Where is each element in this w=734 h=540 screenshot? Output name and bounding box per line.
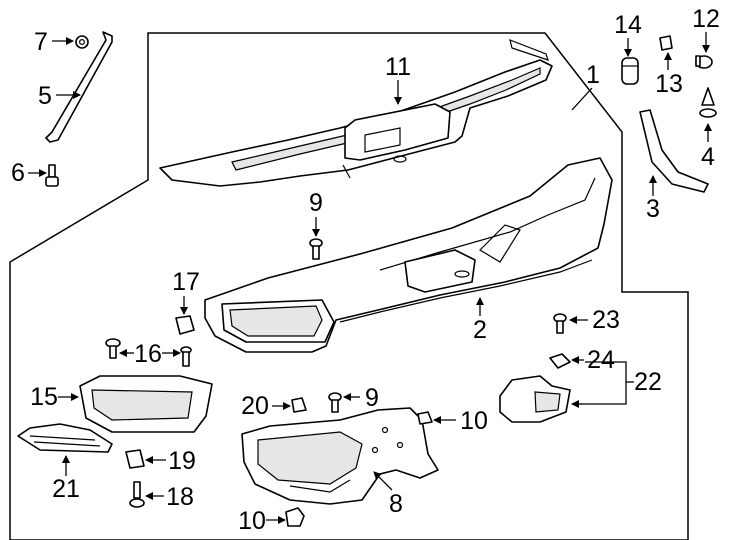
callout-12: 12 [692,5,720,33]
callout-labels: 1 2 3 4 5 6 7 8 9 9 10 10 11 12 13 14 15… [11,5,720,535]
callout-23: 23 [592,306,620,334]
callout-6: 6 [11,159,25,187]
trim-strip-part [639,109,709,193]
callout-8: 8 [389,490,403,518]
callout-22: 22 [634,368,662,396]
callout-21: 21 [52,475,80,503]
bumper-face-bar-part [204,157,613,353]
callout-14: 14 [614,11,642,39]
leader-22-bracket [585,361,627,405]
leader-8 [373,471,393,491]
callout-19: 19 [168,447,196,475]
callout-10-lower: 10 [238,507,266,535]
callout-15: 15 [30,383,58,411]
step-pad-part [159,39,553,187]
callout-16: 16 [134,340,162,368]
clip-10-lower-part [285,507,305,527]
assembly-boundary [9,32,689,540]
callout-18: 18 [166,483,194,511]
leader-lines [28,32,712,524]
callout-24: 24 [587,346,615,374]
bolt-9-lower-part [328,392,342,413]
callout-17: 17 [172,268,200,296]
step-pad-21-part [17,423,113,453]
screw-12-part [695,55,713,69]
nut-7-part [75,35,89,49]
callout-5: 5 [38,82,52,110]
nut-19-part [125,449,145,469]
callout-11: 11 [385,53,411,81]
callout-1: 1 [586,61,600,89]
nut-24-part [549,353,571,369]
clip-10-upper-part [417,411,433,425]
nut-13-part [659,35,673,51]
callout-13: 13 [655,70,683,98]
step-insert-part [79,375,213,433]
bolt-6-part [45,164,59,187]
callout-4: 4 [701,143,715,171]
callout-10-upper: 10 [460,407,488,435]
callout-20: 20 [241,392,269,420]
callout-2: 2 [473,316,487,344]
screw-16-left-part [105,338,121,359]
screw-23-part [553,313,567,334]
bolt-9-upper-part [309,238,323,260]
brace-strap-part [45,31,113,143]
push-pin-part [699,87,717,118]
leader-1 [571,87,593,111]
hitch-bracket-part [499,375,571,423]
callout-9-upper: 9 [309,189,323,217]
callout-3: 3 [646,195,660,223]
screw-16-right-part [180,346,192,367]
side-bracket-part [241,407,439,505]
clip-17-part [175,315,195,335]
callout-7: 7 [34,28,48,56]
callout-9-lower: 9 [365,384,379,412]
bumper-stop-part [621,57,639,85]
clip-20-part [291,397,307,413]
bolt-18-part [129,481,145,508]
